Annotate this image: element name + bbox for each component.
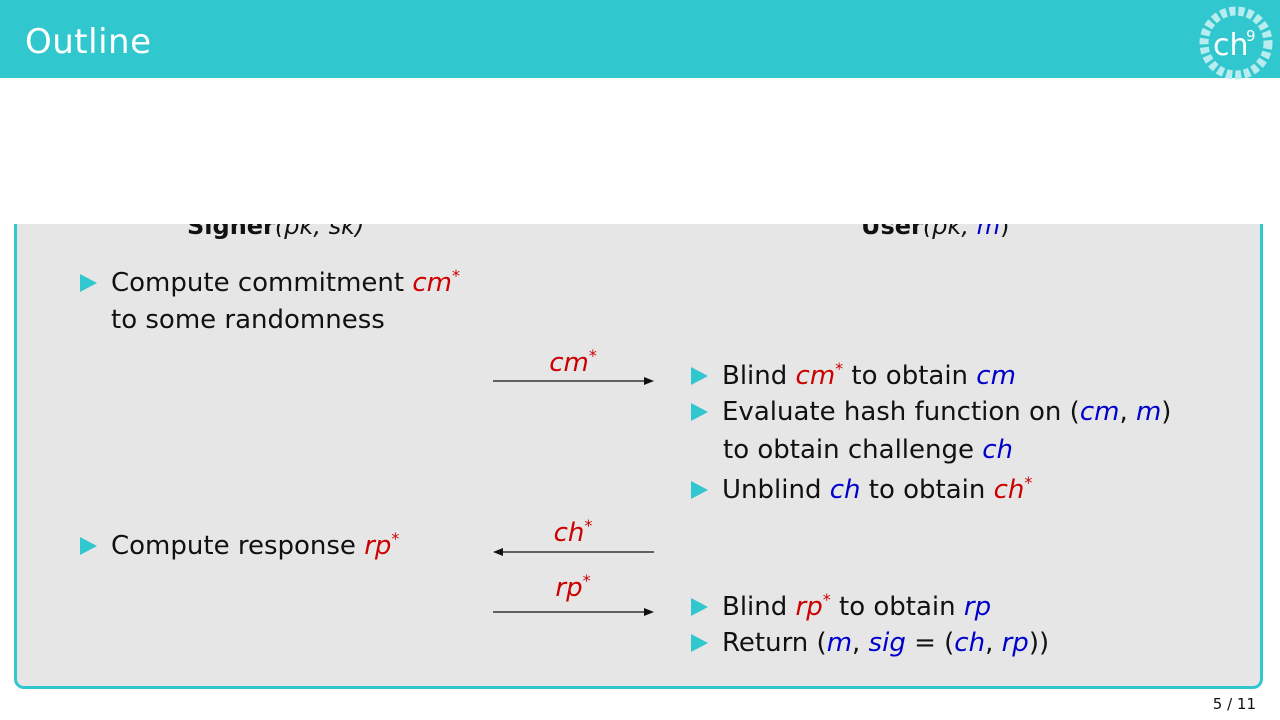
signer-step-commit: Compute commitment cm* xyxy=(80,268,460,296)
user-step-unblind: Unblind ch to obtain ch* xyxy=(691,475,1032,503)
commit-star: * xyxy=(452,266,460,285)
signer-step-commit-line2: to some randomness xyxy=(111,305,385,335)
signer-heading: Signer(pk, sk) xyxy=(187,224,364,240)
bullet-icon xyxy=(691,481,708,499)
bullet-icon xyxy=(691,634,708,652)
signer-args: (pk, sk) xyxy=(274,224,365,240)
user-args-pk: (pk, xyxy=(922,224,977,240)
bullet-icon xyxy=(80,274,97,292)
commit-text: Compute commitment xyxy=(111,268,413,298)
page-indicator: 5 / 11 xyxy=(1212,695,1256,713)
user-step-blind-cm: Blind cm* to obtain cm xyxy=(691,361,1016,389)
user-step-blind-rp: Blind rp* to obtain rp xyxy=(691,592,991,620)
user-step-hash-line2: to obtain challenge ch xyxy=(723,435,1014,465)
slide-title: Outline xyxy=(25,22,152,62)
signer-name: Signer xyxy=(187,224,275,240)
left-arrow-icon xyxy=(493,548,654,556)
user-name: User xyxy=(861,224,923,240)
message-label-rp: rp* xyxy=(555,571,591,603)
signer-step-response: Compute response rp* xyxy=(80,531,399,559)
bullet-icon xyxy=(691,598,708,616)
ch9-logo-icon: ch 9 xyxy=(1199,6,1273,80)
protocol-panel: Signer(pk, sk) User(pk, m) Compute commi… xyxy=(14,224,1263,689)
logo-text: ch xyxy=(1213,28,1249,63)
right-arrow-icon xyxy=(493,377,654,385)
user-args-m: m xyxy=(976,224,1001,240)
user-step-return: Return (m, sig = (ch, rp)) xyxy=(691,630,1049,656)
message-label-ch: ch* xyxy=(553,516,593,548)
bullet-icon xyxy=(691,403,708,421)
logo-superscript: 9 xyxy=(1246,27,1256,45)
commit-var: cm xyxy=(412,268,452,298)
slide-header: Outline ch 9 xyxy=(0,0,1280,80)
message-label-cm: cm* xyxy=(549,346,597,378)
bullet-icon xyxy=(80,537,97,555)
bullet-icon xyxy=(691,367,708,385)
right-arrow-icon xyxy=(493,608,654,616)
user-heading: User(pk, m) xyxy=(861,224,1009,240)
user-args-close: ) xyxy=(1000,224,1010,240)
user-step-hash: Evaluate hash function on (cm, m) xyxy=(691,399,1171,425)
